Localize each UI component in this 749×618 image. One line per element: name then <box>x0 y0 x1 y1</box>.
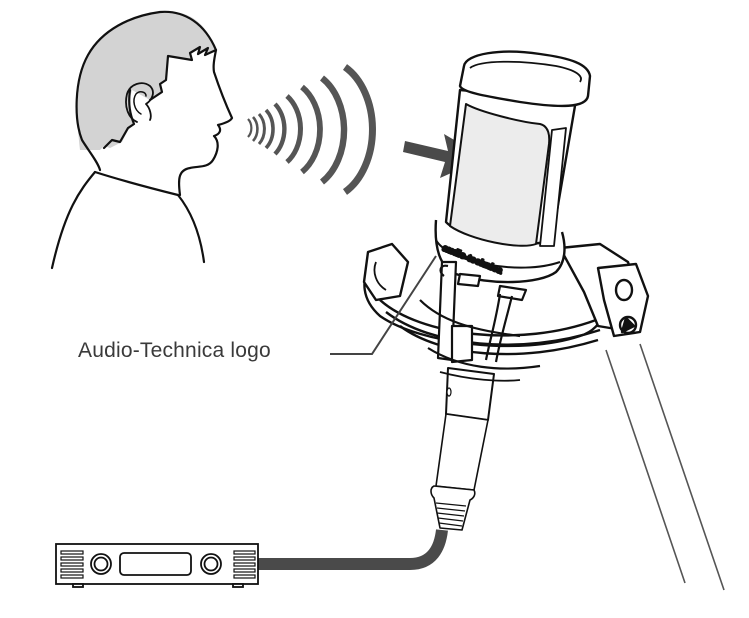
shock-mount-front <box>419 260 541 382</box>
mic-stand-icon <box>605 343 725 591</box>
person-speaking-icon <box>50 10 234 270</box>
cable-icon <box>258 529 448 570</box>
audio-device-icon <box>55 543 259 588</box>
mic-connector-icon <box>430 367 495 531</box>
callout-label: Audio-Technica logo <box>78 339 271 362</box>
callout-leader-line <box>330 255 437 355</box>
sound-waves-icon <box>247 64 376 195</box>
